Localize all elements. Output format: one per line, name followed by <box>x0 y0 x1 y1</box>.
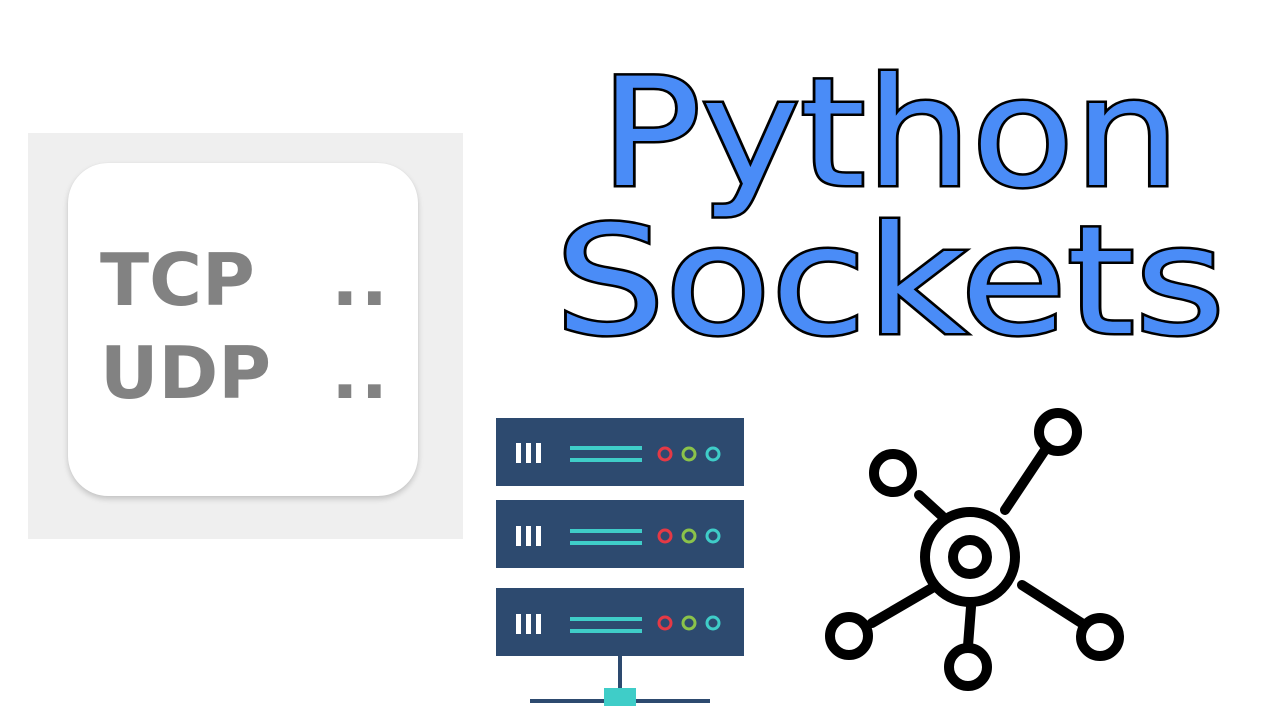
title-heading: Python Sockets <box>553 45 1228 371</box>
network-node-bottom-left <box>825 612 873 660</box>
server-unit-3 <box>496 588 744 656</box>
server-unit-1 <box>496 418 744 486</box>
network-spoke-bottom-right <box>1017 580 1088 629</box>
protocol-row-udp: UDP .. <box>100 333 390 413</box>
title-line-python: Python <box>600 47 1180 221</box>
title-line-sockets: Sockets <box>555 195 1225 369</box>
network-spoke-top-left <box>914 490 947 521</box>
protocol-ellipsis-udp: .. <box>331 331 390 415</box>
server-rack-icon <box>496 418 744 706</box>
network-spoke-top-right <box>1000 442 1052 515</box>
network-node-top-right <box>1034 408 1082 456</box>
server-base-connector <box>530 656 710 706</box>
server-unit-2 <box>496 500 744 568</box>
protocol-label-tcp: TCP <box>100 238 255 322</box>
protocol-label-udp: UDP <box>100 331 271 415</box>
protocol-card <box>68 163 418 496</box>
protocol-row-tcp: TCP .. <box>100 240 390 320</box>
network-node-bottom-right <box>1076 613 1124 661</box>
network-spoke-bottom <box>963 602 976 651</box>
network-hub-inner <box>948 535 992 579</box>
network-hub-icon <box>825 408 1124 691</box>
protocol-ellipsis-tcp: .. <box>331 238 390 322</box>
network-spoke-bottom-left <box>867 583 937 628</box>
network-node-bottom <box>944 643 992 691</box>
network-node-top-left <box>869 449 917 497</box>
network-hub-outer <box>920 507 1020 607</box>
